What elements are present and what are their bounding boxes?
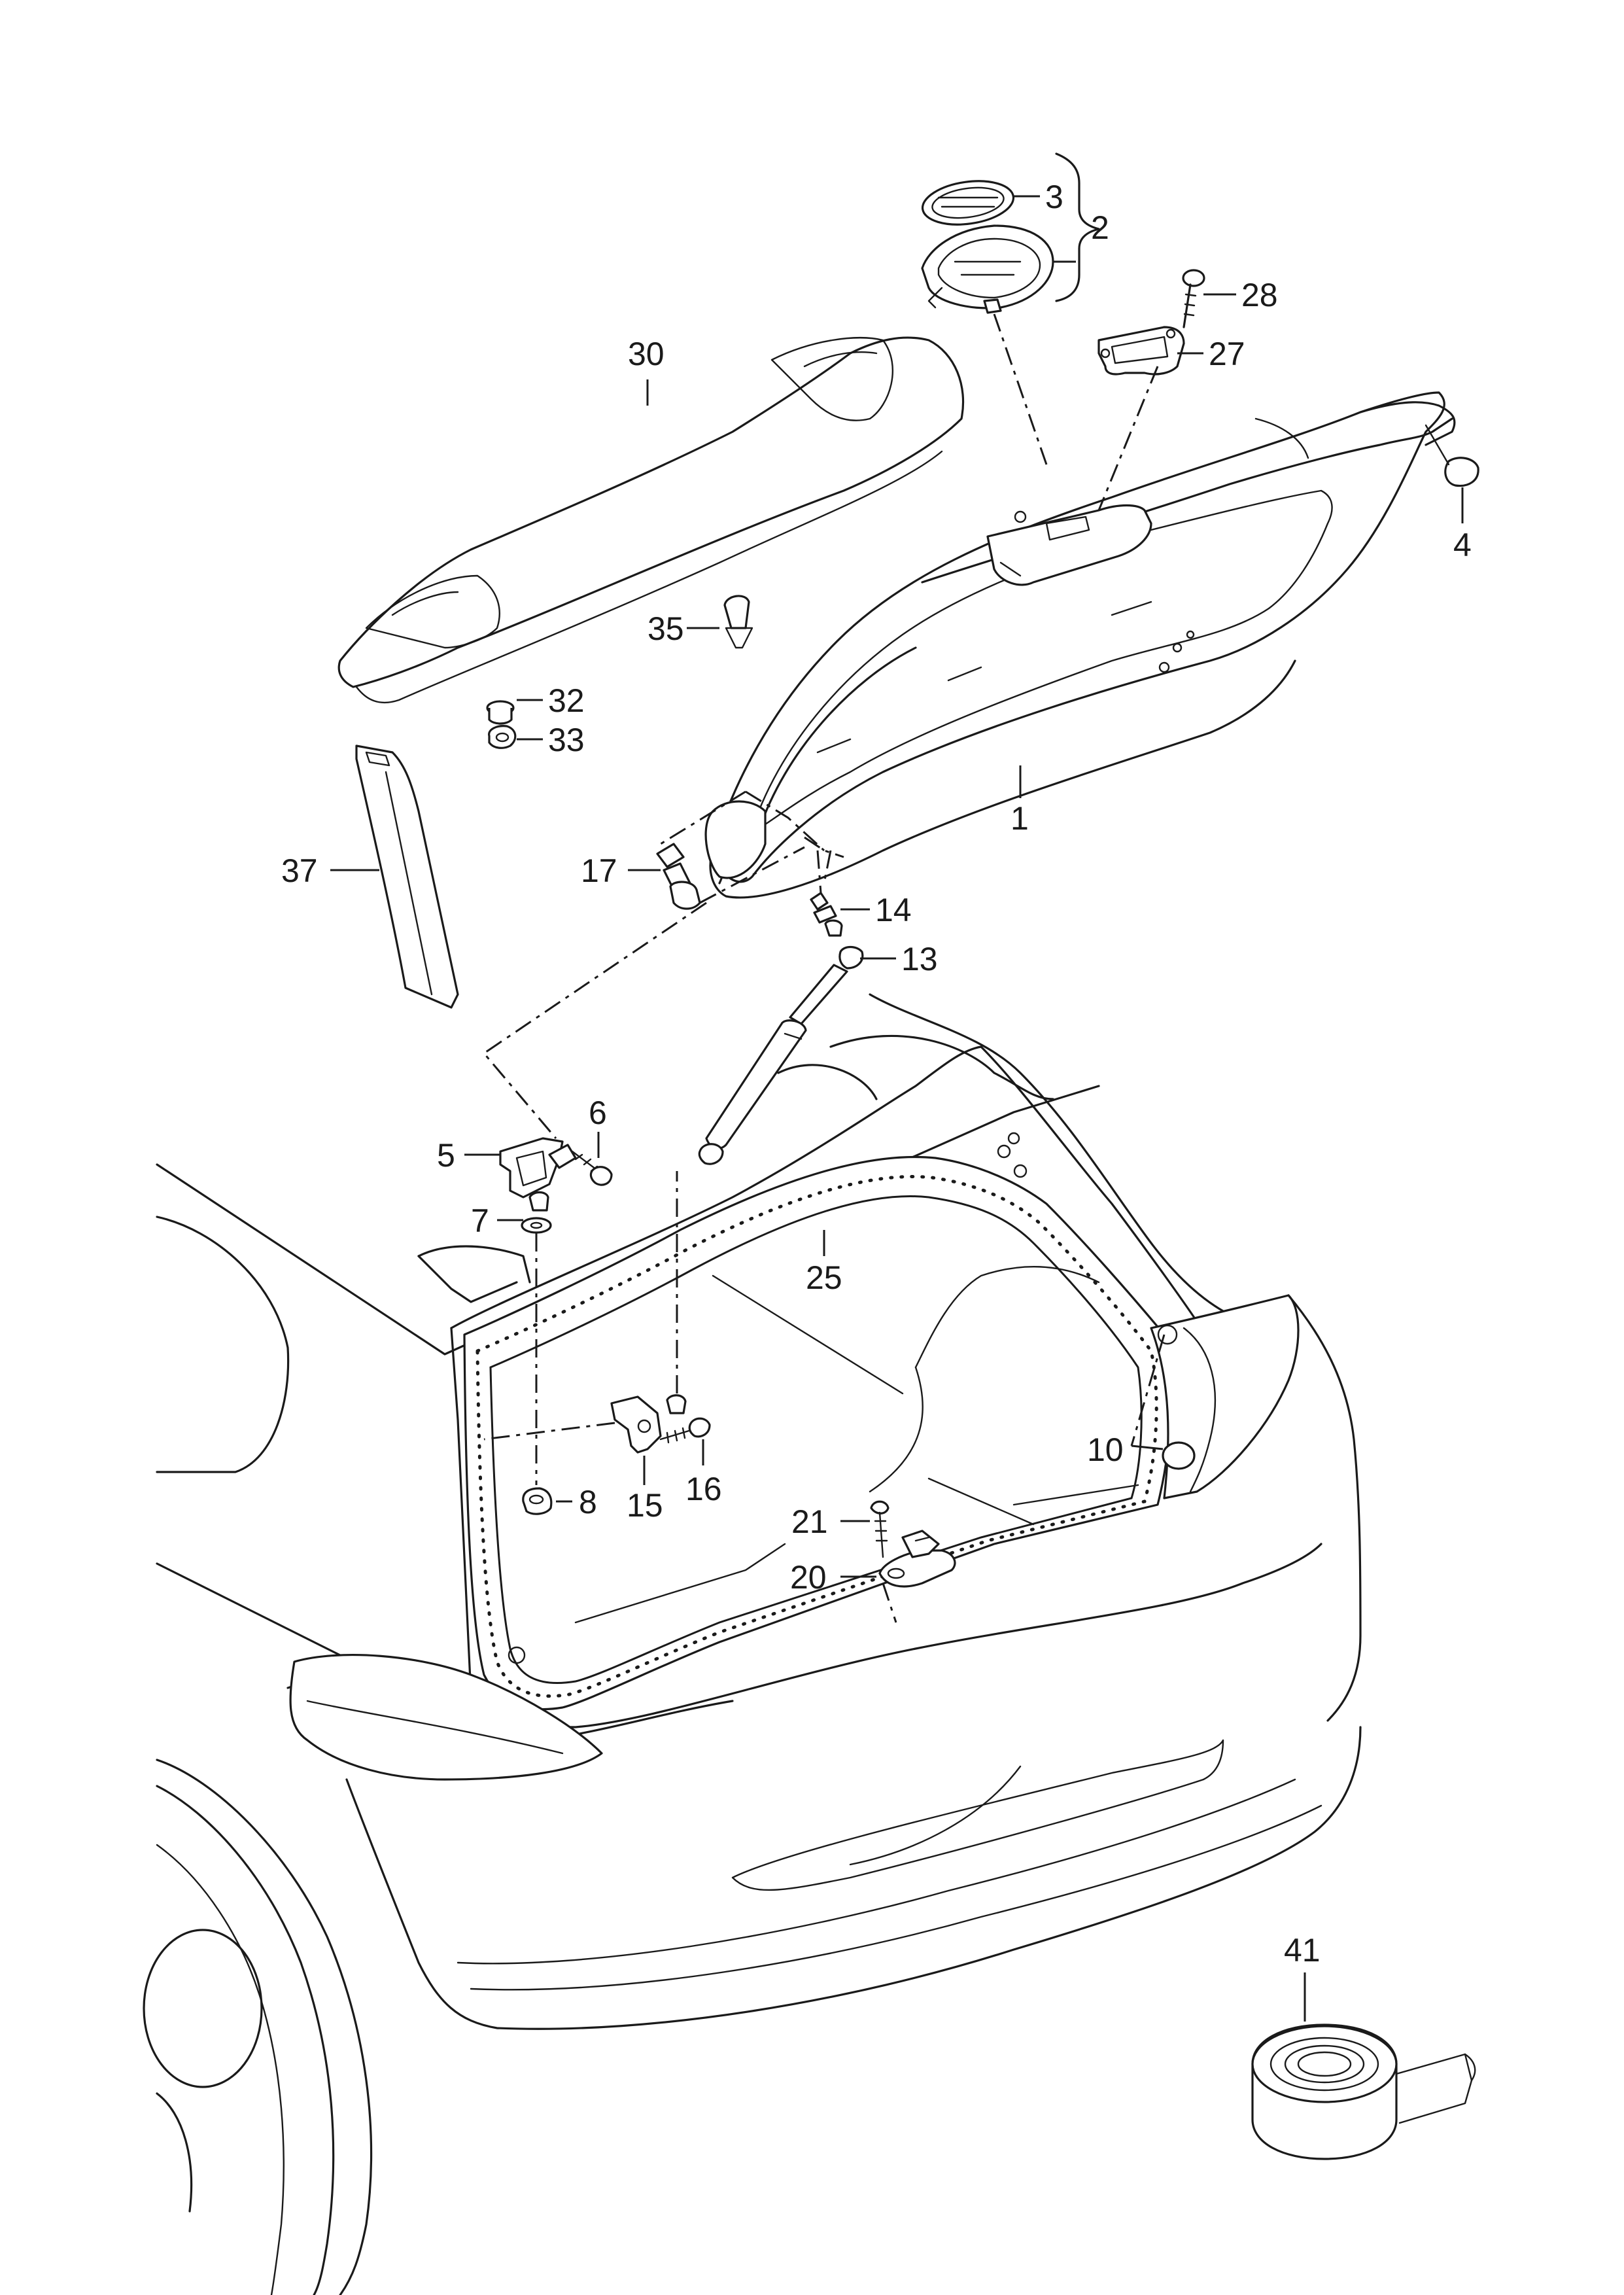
- callout-35: 35: [648, 610, 684, 647]
- nut-8: [522, 1487, 553, 1515]
- plug-10: [1162, 1441, 1196, 1470]
- callout-6: 6: [589, 1095, 607, 1131]
- assembly-lines: [482, 313, 1166, 1623]
- callout-37: 37: [281, 852, 318, 889]
- clip-35: [723, 595, 753, 649]
- bolt-16: [659, 1417, 711, 1444]
- callout-30: 30: [628, 336, 665, 372]
- callout-13: 13: [901, 941, 938, 977]
- callout-41: 41: [1284, 1932, 1321, 1969]
- ball-stud-14: [810, 892, 843, 937]
- callout-17: 17: [581, 852, 617, 889]
- bracket-15: [610, 1394, 687, 1454]
- nut-32: [486, 700, 515, 725]
- emblem-assembly: [921, 152, 1100, 314]
- callout-20: 20: [790, 1559, 827, 1596]
- callout-25: 25: [806, 1259, 842, 1296]
- hatch-seal: [475, 1174, 1158, 1698]
- callout-32: 32: [548, 682, 585, 719]
- callout-14: 14: [875, 892, 912, 928]
- callout-4: 4: [1453, 527, 1472, 563]
- car-body: [143, 993, 1362, 2295]
- gas-strut-13: [698, 945, 864, 1165]
- screw-28: [1182, 269, 1205, 328]
- callout-15: 15: [627, 1487, 663, 1524]
- leader-lines: [330, 195, 1464, 2022]
- bump-stop-4: [1425, 424, 1479, 487]
- callout-labels: 1 2 3 4 5 6 7 8 10 13 14 15 16 17 20 21 …: [281, 179, 1472, 1969]
- tape-roll-41: [1251, 2023, 1476, 2160]
- striker-20: [878, 1530, 956, 1588]
- callout-16: 16: [685, 1471, 722, 1507]
- pillar-trim: [355, 745, 459, 1009]
- screw-21: [870, 1500, 890, 1558]
- bolt-6: [571, 1150, 613, 1186]
- callout-28: 28: [1241, 277, 1278, 313]
- latch-27: [1097, 326, 1185, 376]
- callout-7: 7: [471, 1202, 489, 1239]
- callout-27: 27: [1209, 336, 1245, 372]
- callout-21: 21: [791, 1503, 828, 1540]
- callout-10: 10: [1087, 1431, 1124, 1468]
- nut-33: [488, 725, 517, 749]
- callout-33: 33: [548, 722, 585, 758]
- washer-7: [521, 1217, 552, 1234]
- callout-3: 3: [1045, 179, 1063, 215]
- tailgate: [704, 391, 1456, 899]
- hinge-5: [499, 1137, 577, 1212]
- callout-8: 8: [579, 1484, 597, 1520]
- buffer-17: [656, 843, 701, 910]
- rear-spoiler: [337, 336, 965, 704]
- callout-5: 5: [437, 1137, 455, 1174]
- callout-2: 2: [1091, 209, 1109, 246]
- callout-1: 1: [1011, 800, 1029, 837]
